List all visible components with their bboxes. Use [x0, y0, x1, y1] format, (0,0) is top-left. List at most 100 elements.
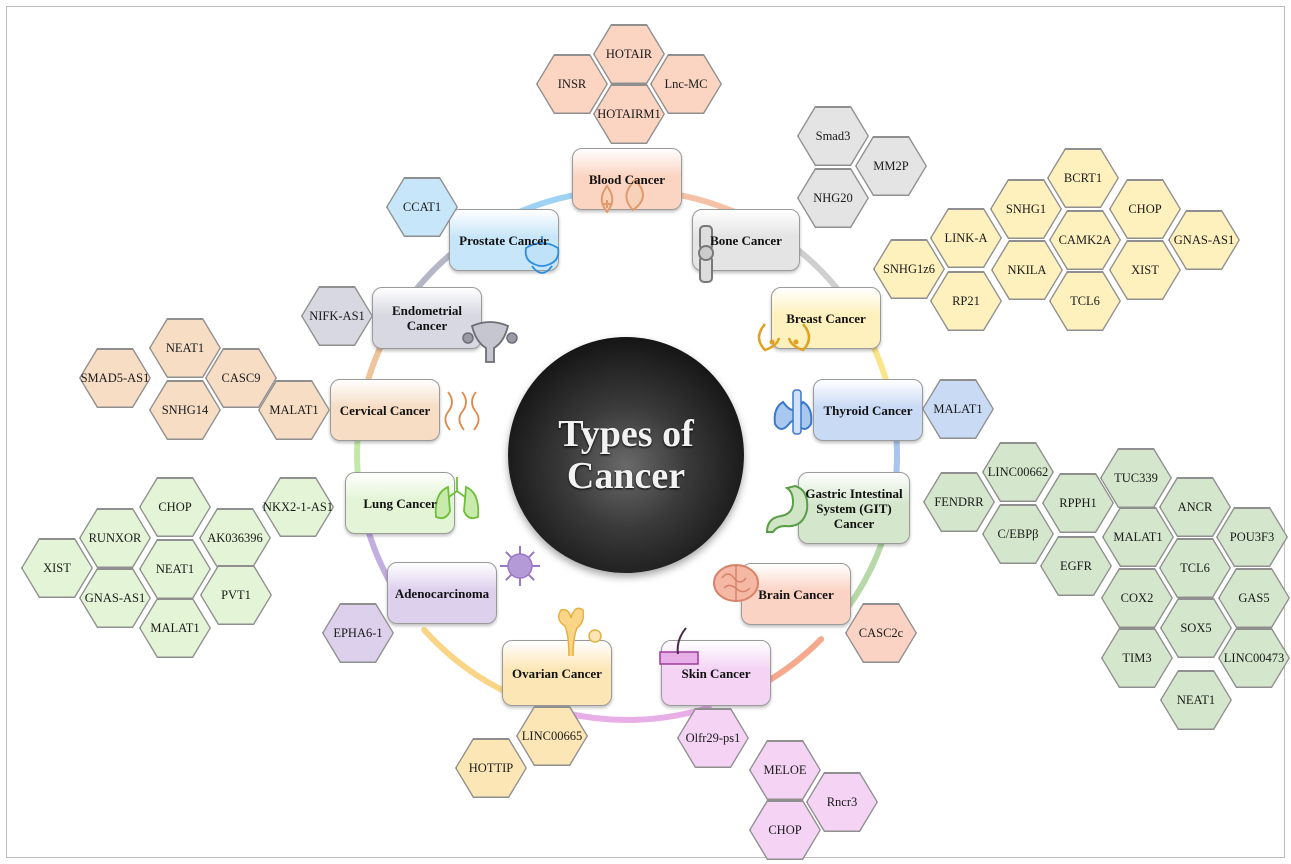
gene-label: RPPH1	[1059, 495, 1097, 510]
gene-label: NEAT1	[1176, 692, 1216, 707]
gene-label: NKILA	[1007, 262, 1047, 277]
gene-hexagon-blood: Lnc-MC	[650, 54, 722, 114]
gene-hexagon-breast: RP21	[930, 271, 1002, 331]
gene-hexagon-bone: Smad3	[797, 106, 869, 166]
gene-hexagon-breast: SNHG1z6	[873, 239, 945, 299]
cancer-label-blood: Blood Cancer	[588, 171, 666, 187]
gene-hexagon-breast: CAMK2A	[1049, 210, 1121, 270]
gene-label: MALAT1	[150, 620, 200, 635]
ring-segment-git	[845, 532, 888, 610]
cancer-node-thyroid: Thyroid Cancer	[813, 379, 923, 441]
gene-label: PVT1	[221, 587, 251, 602]
gene-hexagon-lung: MALAT1	[139, 598, 211, 658]
cancer-node-git: Gastric Intestinal System (GIT) Cancer	[798, 472, 910, 544]
gene-label: TUC339	[1114, 470, 1158, 485]
gene-label: FENDRR	[934, 494, 984, 509]
gene-hexagon-cervical: SNHG14	[149, 380, 221, 440]
gene-hexagon-breast: NKILA	[991, 240, 1063, 300]
gene-hexagon-blood: HOTAIRM1	[593, 84, 665, 144]
gene-hexagon-lung: NEAT1	[139, 539, 211, 599]
gene-hexagon-lung: GNAS-AS1	[79, 568, 151, 628]
gene-hexagon-git: TCL6	[1159, 538, 1231, 598]
cancer-node-blood: Blood Cancer	[572, 148, 682, 210]
gene-hexagon-cervical: MALAT1	[258, 380, 330, 440]
cancer-node-prostate: Prostate Cancer	[449, 209, 559, 271]
gene-label: HOTAIRM1	[597, 106, 661, 121]
cancer-label-skin: Skin Cancer	[681, 665, 751, 681]
gene-label: BCRT1	[1063, 170, 1103, 185]
cancer-node-adeno: Adenocarcinoma	[387, 562, 497, 624]
gene-hexagon-ovarian: LINC00665	[516, 706, 588, 766]
cancer-node-cervical: Cervical Cancer	[330, 379, 440, 441]
gene-label: EPHA6-1	[333, 625, 383, 640]
gene-label: INSR	[557, 76, 587, 91]
gene-label: AK036396	[207, 530, 263, 545]
gene-label: SMAD5-AS1	[80, 370, 150, 385]
cancer-label-git: Gastric Intestinal System (GIT) Cancer	[805, 485, 903, 531]
gene-label: GAS5	[1238, 590, 1270, 605]
gene-label: Smad3	[815, 128, 851, 143]
gene-label: MALAT1	[933, 401, 983, 416]
gene-hexagon-lung: XIST	[21, 538, 93, 598]
cancer-label-brain: Brain Cancer	[758, 586, 834, 602]
cancer-label-adeno: Adenocarcinoma	[394, 585, 490, 601]
gene-hexagon-thyroid: MALAT1	[922, 379, 994, 439]
cancer-node-ovarian: Ovarian Cancer	[502, 640, 612, 706]
gene-label: NKX2-1-AS1	[262, 499, 334, 514]
cancer-node-bone: Bone Cancer	[692, 209, 800, 271]
gene-label: MM2P	[873, 158, 909, 173]
gene-hexagon-breast: XIST	[1109, 240, 1181, 300]
gene-label: RUNXOR	[88, 530, 142, 545]
gene-hexagon-blood: INSR	[536, 54, 608, 114]
gene-label: NEAT1	[155, 561, 195, 576]
gene-label: POU3F3	[1229, 529, 1275, 544]
cancer-label-lung: Lung Cancer	[363, 495, 437, 511]
cancer-node-lung: Lung Cancer	[345, 472, 455, 534]
gene-hexagon-brain: CASC2c	[845, 603, 917, 663]
gene-label: Lnc-MC	[664, 76, 708, 91]
gene-label: HOTAIR	[605, 46, 653, 61]
cancer-label-ovarian: Ovarian Cancer	[512, 665, 602, 681]
gene-hexagon-git: TIM3	[1101, 628, 1173, 688]
gene-hexagon-ovarian: HOTTIP	[455, 738, 527, 798]
gene-hexagon-breast: GNAS-AS1	[1168, 210, 1240, 270]
gene-hexagon-git: GAS5	[1218, 568, 1290, 628]
gene-hexagon-breast: TCL6	[1049, 271, 1121, 331]
cancer-label-breast: Breast Cancer	[786, 310, 866, 326]
gene-hexagon-skin: Olfr29-ps1	[677, 708, 749, 768]
gene-label: TIM3	[1122, 650, 1152, 665]
gene-label: MELOE	[763, 762, 807, 777]
gene-label: SOX5	[1180, 620, 1212, 635]
gene-hexagon-lung: CHOP	[139, 477, 211, 537]
gene-label: MALAT1	[269, 402, 319, 417]
gene-label: RP21	[952, 293, 980, 308]
gene-hexagon-cervical: SMAD5-AS1	[79, 348, 151, 408]
gene-hexagon-breast: SNHG1	[990, 179, 1062, 239]
gene-label: CHOP	[158, 499, 192, 514]
cancer-label-cervical: Cervical Cancer	[339, 402, 431, 418]
gene-label: CCAT1	[402, 199, 442, 214]
cancer-node-skin: Skin Cancer	[661, 640, 771, 706]
gene-label: NEAT1	[165, 340, 205, 355]
cancer-label-prostate: Prostate Cancer	[459, 232, 549, 248]
gene-label: Olfr29-ps1	[685, 730, 741, 745]
gene-label: GNAS-AS1	[84, 590, 146, 605]
gene-label: NHG20	[813, 190, 853, 205]
gene-hexagon-cervical: CASC9	[205, 348, 277, 408]
gene-label: LINK-A	[944, 230, 988, 245]
gene-label: ANCR	[1177, 499, 1213, 514]
gene-label: LINC00662	[987, 464, 1049, 479]
gene-hexagon-skin: CHOP	[749, 800, 821, 860]
gene-label: CHOP	[1128, 201, 1162, 216]
gene-label: Rncr3	[826, 794, 858, 809]
gene-hexagon-blood: HOTAIR	[593, 24, 665, 84]
gene-label: CASC9	[221, 370, 261, 385]
gene-label: XIST	[1131, 262, 1159, 277]
gene-label: HOTTIP	[468, 760, 514, 775]
gene-label: SNHG14	[161, 402, 209, 417]
gene-hexagon-git: SOX5	[1160, 598, 1232, 658]
gene-hexagon-git: C/EBPβ	[982, 504, 1054, 564]
gene-label: CHOP	[768, 822, 802, 837]
gene-hexagon-git: LINC00662	[982, 442, 1054, 502]
gene-hexagon-lung: NKX2-1-AS1	[262, 477, 334, 537]
